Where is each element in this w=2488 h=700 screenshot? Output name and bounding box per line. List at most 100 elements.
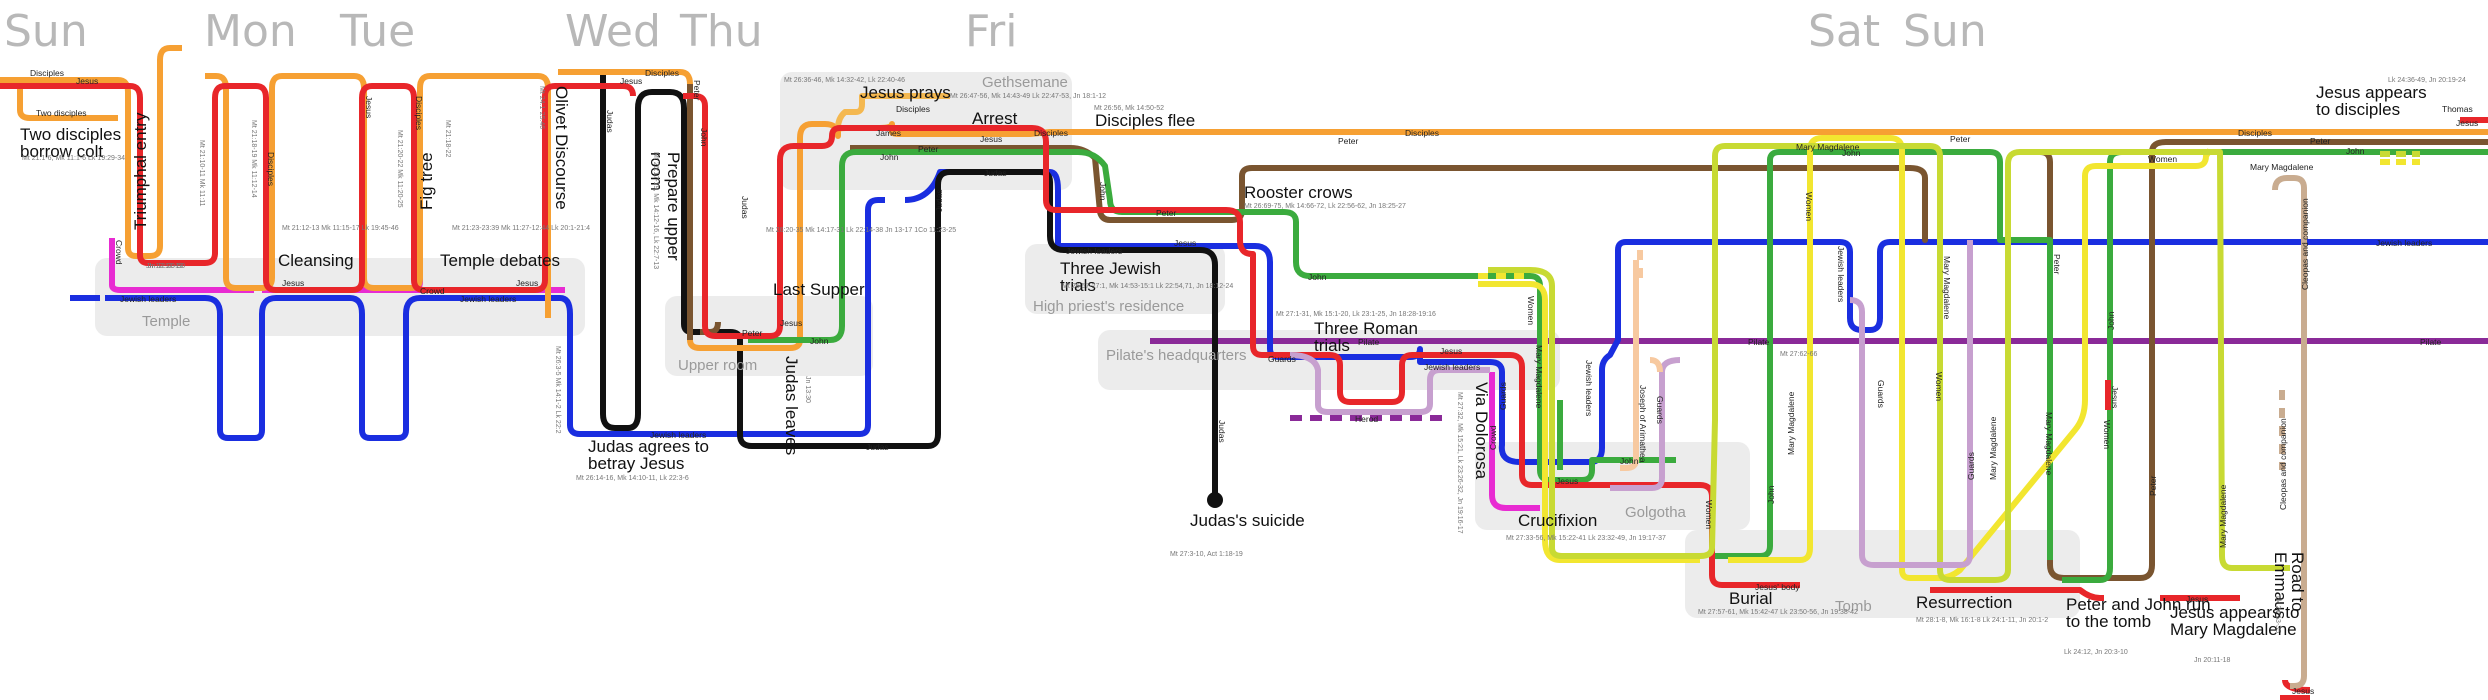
day-header: Wed (565, 6, 661, 57)
line-label: Guards (1876, 380, 1886, 408)
day-header: Mon (204, 6, 297, 57)
event-title: Temple debates (440, 251, 560, 270)
line-label: Jesus (1556, 476, 1578, 486)
event-title: Resurrection (1916, 593, 2012, 612)
line-label: Mary Magdalene (1988, 416, 1998, 480)
line-label: Disciples (30, 68, 64, 78)
line-label: Jesus (364, 96, 374, 118)
line-label: Jesus (1440, 346, 1462, 356)
line-label: Judas (984, 168, 1007, 178)
line-label: Disciples (414, 96, 424, 130)
event-title-line: borrow colt (20, 142, 103, 161)
event-title-line: Judas agrees to (588, 437, 709, 456)
line-label: John (1766, 485, 1776, 504)
line-label: Disciples (1034, 128, 1068, 138)
event-ref: Mt 21:10-11 Mk 11:11 (198, 140, 205, 207)
guards-line (1289, 240, 1973, 568)
event-ref: Mt 27:57-61, Mk 15:42-47 Lk 23:50-56, Jn… (1698, 609, 1858, 616)
event-title-line: Emmaus (2271, 552, 2290, 619)
event-title: Jesus prays (860, 83, 951, 102)
pilate-place-text: Pilate's headquarters (1106, 347, 1246, 364)
event-title: Fig tree (417, 152, 436, 210)
james-line (835, 93, 950, 129)
place-label-upper-room: Upper room (678, 357, 757, 374)
event-ref: Mt 26:20-35 Mk 14:17-31 Lk 22:14-38 Jn 1… (766, 227, 956, 234)
event-ref: Mt 26:14-16, Mk 14:10-11, Lk 22:3-6 (576, 475, 689, 482)
line-label: Jesus (76, 76, 98, 86)
day-header: Tue (339, 6, 415, 57)
line-label: Judas (1217, 420, 1227, 443)
event-title-line: trials (1314, 336, 1350, 355)
event-ref: Mt 26:36-46, Mk 14:32-42, Lk 22:40-46 (784, 77, 905, 84)
line-label: Crowd (1488, 425, 1498, 450)
event-title: Prepare upperroom (647, 152, 683, 261)
event-ref: Mt 27:33-56, Mk 15:22-41 Lk 23:32-49, Jn… (1506, 535, 1666, 542)
line-label: Pilate (2420, 337, 2442, 347)
line-label: Mary Magdalene (2044, 412, 2054, 476)
line-label: Mary Magdalene (1786, 391, 1796, 455)
line-label: Peter (2310, 136, 2330, 146)
line-label: Peter (1156, 208, 1176, 218)
line-label: Women (1526, 296, 1536, 325)
line-label: Jesus (516, 278, 538, 288)
mary-line (1488, 143, 2290, 583)
line-label: Guards (1498, 382, 1508, 410)
line-label: Jesus (282, 278, 304, 288)
line-label: Peter (2148, 476, 2158, 496)
event-title-line: to disciples (2316, 100, 2400, 119)
line-label: Disciples (266, 152, 276, 186)
line-label: Disciples (645, 68, 679, 78)
line-label: Women (2148, 154, 2177, 164)
line-label: Jewish leaders (120, 294, 176, 304)
line-label: Guards (1268, 354, 1296, 364)
event-title: Via Dolorosa (1472, 382, 1491, 480)
event-ref: Lk 24:13-35 (2274, 596, 2281, 633)
line-label: Peter (1950, 134, 1970, 144)
line-label: John (2106, 311, 2116, 330)
line-label: Cleopas and companion (2278, 418, 2288, 510)
line-label: Judas (605, 110, 615, 133)
line-label: Women (2102, 420, 2112, 449)
line-label: Pilate (1358, 337, 1380, 347)
event-title-line: Jesus appears (2316, 83, 2427, 102)
day-header: Thu (679, 6, 763, 57)
event-title: Arrest (972, 109, 1018, 128)
event-ref: Mt 21:18-22 (444, 120, 451, 157)
line-label: Jewish leaders (1424, 362, 1480, 372)
line-label: Peter (918, 144, 938, 154)
line-label: Two disciples (36, 108, 87, 118)
line-label: Judas (934, 189, 944, 212)
peter-line (687, 84, 1928, 340)
event-title: Cleansing (278, 251, 354, 270)
disciples-line (0, 45, 2488, 351)
line-labels: Disciples Jesus Two disciples Jewish lea… (30, 68, 2478, 696)
line-label: Crowd (420, 286, 445, 296)
line-label: Jewish leaders (460, 294, 516, 304)
event-ref: Mt 27:62-66 (1780, 351, 1817, 358)
place-label-gethsemane: Gethsemane (982, 74, 1068, 91)
event-ref: Mt 26:3-5 Mk 14:1-2 Lk 22:2 (554, 346, 561, 434)
event-ref: Mt 21:20-22 Mk 11:20-25 (396, 130, 403, 208)
place-bg-tomb (1685, 530, 2080, 618)
line-label: Jesus (2186, 594, 2208, 604)
event-title: Disciples flee (1095, 111, 1195, 130)
event-ref: Jn 12:12-19 (146, 263, 183, 270)
line-label: Guards (1966, 452, 1976, 480)
line-label: Crowd (114, 240, 124, 265)
event-title: Rooster crows (1244, 183, 1353, 202)
event-ref: Mt 26:47-56, Mk 14:43-49 Lk 22:47-53, Jn… (950, 93, 1106, 100)
event-title-line: to the tomb (2066, 612, 2151, 631)
line-label: Jesus (620, 76, 642, 86)
line-label: John (810, 336, 829, 346)
line-label: Herod (1355, 414, 1378, 424)
line-label: Jewish leaders (650, 430, 706, 440)
day-header: Fri (965, 6, 1017, 57)
line-label: Jesus (2456, 118, 2478, 128)
place-label-tomb: Tomb (1835, 598, 1872, 615)
event-title-line: Three Jewish (1060, 259, 1161, 278)
peter-late (2039, 139, 2488, 581)
event-ref: Mt 21:1-6, Mk 11:1-6 Lk 19:29-34 (22, 155, 125, 162)
event-title-line: Prepare upper (664, 152, 683, 261)
